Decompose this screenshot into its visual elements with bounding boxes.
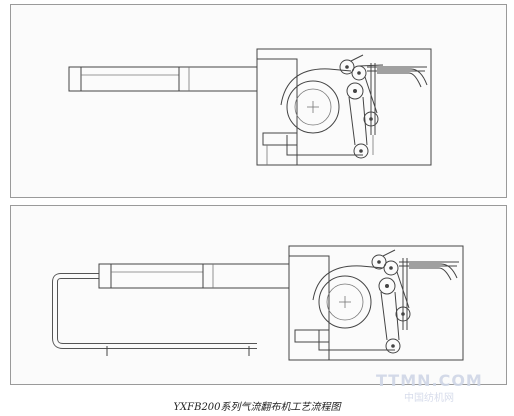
watermark-logo: TTMN.COM: [376, 371, 483, 390]
watermark-subtext: 中国纺机网: [404, 393, 454, 404]
machine-drawing-bottom: [52, 245, 464, 361]
machine-drawing-top: [68, 48, 432, 166]
process-diagram-bottom: [10, 205, 507, 385]
process-diagram-top: [10, 4, 507, 198]
figure-caption: YXFB200系列气流翻布机工艺流程图: [173, 402, 341, 413]
